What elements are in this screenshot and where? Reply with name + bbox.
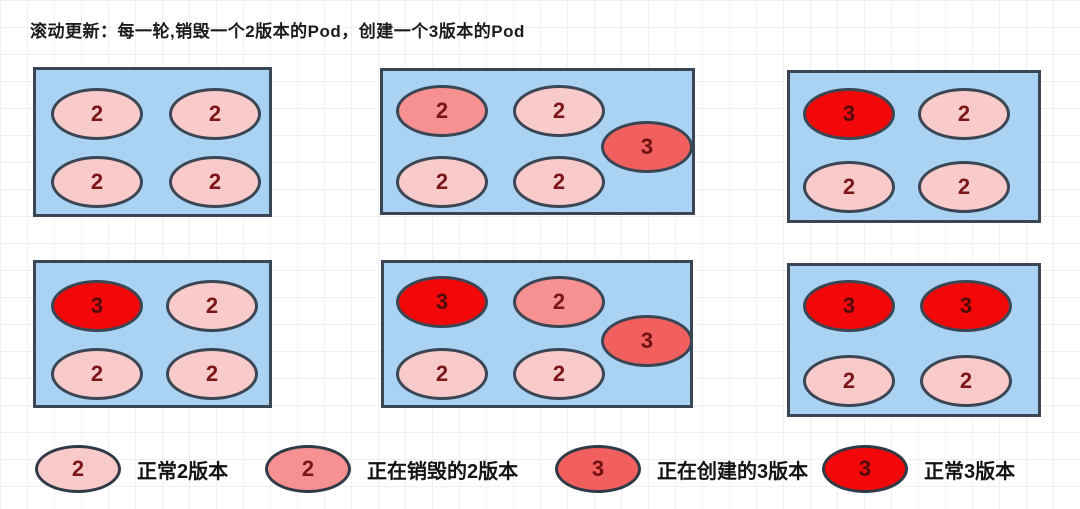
diagram-title: 滚动更新：每一轮,销毁一个2版本的Pod，创建一个3版本的Pod	[30, 22, 525, 41]
pod-destroying2: 2	[513, 276, 605, 328]
pod-normal2: 2	[169, 88, 261, 140]
legend-swatch-creating3: 3	[555, 445, 641, 493]
pod-normal3: 3	[51, 280, 143, 332]
pod-normal2: 2	[166, 280, 258, 332]
pod-destroying2: 2	[396, 85, 488, 137]
pod-creating3: 3	[601, 121, 693, 173]
legend-item-3: 3 正在创建的3版本	[555, 445, 808, 493]
legend-item-4: 3 正常3版本	[822, 445, 1015, 493]
legend-item-2: 2 正在销毁的2版本	[265, 445, 518, 493]
legend-item-1: 2 正常2版本	[35, 445, 228, 493]
pod-normal2: 2	[513, 156, 605, 208]
pod-normal2: 2	[396, 348, 488, 400]
legend-swatch-normal3: 3	[822, 445, 908, 493]
pod-normal2: 2	[803, 355, 895, 407]
legend-swatch-normal2: 2	[35, 445, 121, 493]
pod-normal3: 3	[920, 280, 1012, 332]
legend-label: 正常2版本	[137, 460, 229, 483]
pod-normal2: 2	[166, 348, 258, 400]
pod-normal3: 3	[803, 280, 895, 332]
pod-creating3: 3	[601, 315, 693, 367]
pod-normal2: 2	[169, 156, 261, 208]
pod-normal2: 2	[513, 85, 605, 137]
legend-label: 正常3版本	[924, 460, 1016, 483]
pod-normal2: 2	[918, 161, 1010, 213]
pod-normal2: 2	[920, 355, 1012, 407]
legend-swatch-destroying2: 2	[265, 445, 351, 493]
pod-normal2: 2	[513, 348, 605, 400]
pod-normal2: 2	[51, 348, 143, 400]
pod-normal2: 2	[51, 156, 143, 208]
legend-label: 正在创建的3版本	[657, 460, 809, 483]
pod-normal2: 2	[803, 161, 895, 213]
pod-normal2: 2	[396, 156, 488, 208]
legend-label: 正在销毁的2版本	[367, 460, 519, 483]
pod-normal2: 2	[51, 88, 143, 140]
pod-normal3: 3	[396, 276, 488, 328]
pod-normal2: 2	[918, 88, 1010, 140]
pod-normal3: 3	[803, 88, 895, 140]
